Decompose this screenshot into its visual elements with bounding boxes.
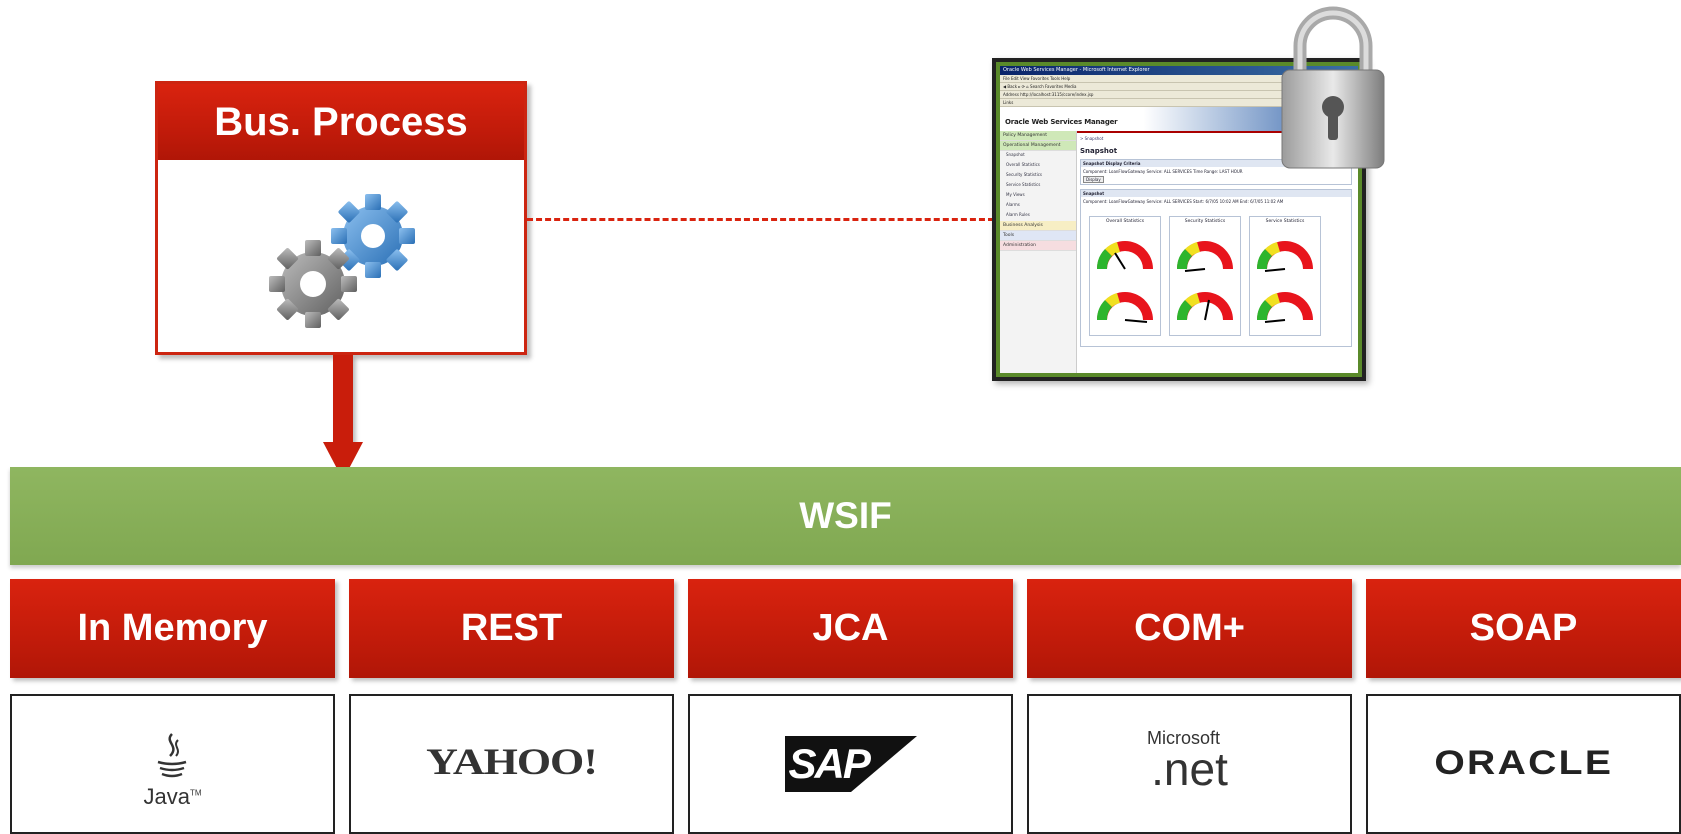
ie-window-title: Oracle Web Services Manager - Microsoft … (1000, 66, 1358, 75)
down-arrow-shaft (333, 355, 353, 447)
bus-process-title: Bus. Process (158, 84, 524, 160)
panel-title: Overall Statistics (1105, 219, 1145, 224)
ie-links-bar: Links (1000, 99, 1358, 107)
nav-sub-item: Overall Statistics (1006, 162, 1040, 167)
dashed-connector (527, 218, 994, 221)
nav-tools: Tools (1000, 231, 1076, 241)
panel-title: Service Statistics (1265, 219, 1305, 224)
ie-address-bar: Address http://localhost:3115/ccore/inde… (1000, 91, 1358, 99)
nav-sub-item: My Views (1006, 192, 1025, 197)
gauge-panel-overall: Overall Statistics (1089, 216, 1161, 336)
criteria-line: Component: LoanFlowGateway Service: ALL … (1083, 169, 1243, 174)
snapshot-line: Component: LoanFlowGateway Service: ALL … (1083, 199, 1284, 204)
nav-sub-item: Service Statistics (1006, 182, 1041, 187)
sap-shape-icon (784, 736, 917, 792)
nav-sub-item: Snapshot (1006, 152, 1025, 157)
column-header-in-memory: In Memory (10, 579, 335, 678)
java-cup-icon (158, 733, 187, 778)
owsm-page-title: Snapshot (1080, 147, 1118, 155)
snapshot-header: Snapshot (1081, 190, 1351, 197)
java-logo: JavaTM (143, 732, 202, 810)
oracle-logo-box: ORACLE (1366, 694, 1681, 834)
ie-menu-bar: File Edit View Favorites Tools Help (1000, 75, 1358, 83)
padlock-icon (1281, 6, 1385, 169)
wsif-bar: WSIF (10, 467, 1681, 565)
microsoft-net-logo-box: Microsoft .net (1027, 694, 1352, 834)
owsm-app-title: Oracle Web Services Manager (1005, 118, 1118, 126)
sap-logo-text: SAP (788, 740, 871, 787)
panel-title: Security Statistics (1184, 219, 1226, 224)
nav-sub-item: Security Statistics (1006, 172, 1042, 177)
ie-toolbar: ◀ Back ▸ ⟳ ⌂ Search Favorites Media (1000, 83, 1358, 91)
bus-process-box[interactable]: Bus. Process (155, 81, 527, 355)
nav-sub-item: Alarms (1006, 202, 1020, 207)
nav-business: Business Analysis (1000, 221, 1076, 231)
net-text: .net (1151, 743, 1228, 795)
gauge-panel-security: Security Statistics (1169, 216, 1241, 336)
criteria-box: Snapshot Display Criteria Component: Loa… (1080, 159, 1352, 185)
owsm-main: > Snapshot Snapshot Snapshot Display Cri… (1080, 136, 1352, 369)
column-header-jca: JCA (688, 579, 1013, 678)
column-header-com-plus: COM+ (1027, 579, 1352, 678)
yahoo-logo-box: YAHOO! (349, 694, 674, 834)
java-logo-text: Java (143, 784, 190, 809)
nav-sub-item: Alarm Rules (1006, 212, 1030, 217)
sap-logo-box: SAP (688, 694, 1013, 834)
gauges-icon (1176, 241, 1233, 321)
nav-policy: Policy Management (1000, 131, 1076, 141)
snapshot-box: Snapshot Component: LoanFlowGateway Serv… (1080, 189, 1352, 347)
display-button: Display (1083, 176, 1104, 183)
gauge-panel-service: Service Statistics (1249, 216, 1321, 336)
gauges-icon (1256, 241, 1313, 323)
microsoft-net-logo: Microsoft .net (1147, 728, 1228, 795)
owsm-breadcrumb: > Snapshot (1080, 136, 1104, 141)
nav-operational: Operational Management (1000, 141, 1076, 151)
gears-icon (269, 194, 415, 328)
column-header-rest: REST (349, 579, 674, 678)
nav-admin: Administration (1000, 241, 1076, 251)
sap-logo: SAP (784, 736, 917, 792)
criteria-header: Snapshot Display Criteria (1081, 160, 1351, 167)
yahoo-logo: YAHOO! (426, 740, 598, 783)
column-header-soap: SOAP (1366, 579, 1681, 678)
gauges-icon (1096, 241, 1153, 323)
microsoft-text: Microsoft (1146, 728, 1220, 748)
owsm-nav: Policy Management Operational Management… (1000, 131, 1077, 373)
java-logo-box: JavaTM (10, 694, 335, 834)
java-logo-tm: TM (189, 788, 202, 798)
oracle-logo: ORACLE (1434, 744, 1613, 782)
